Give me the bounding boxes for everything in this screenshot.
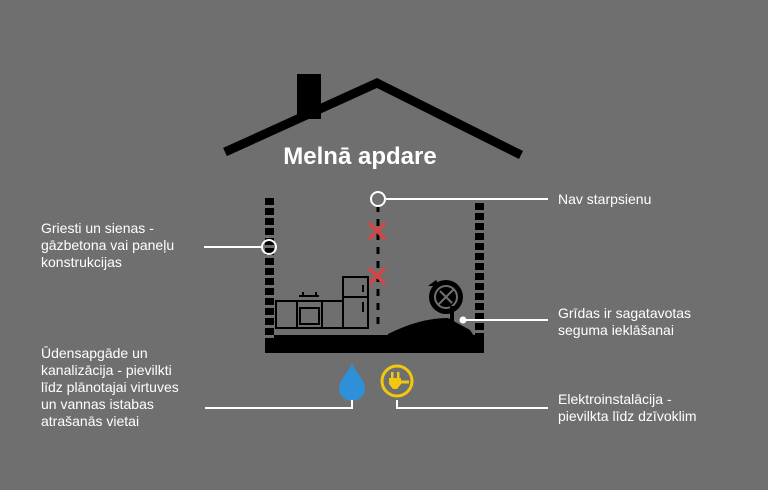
roof (223, 78, 524, 160)
callout-lines (204, 191, 548, 409)
water-drop-icon (339, 363, 365, 401)
floors-label: Grīdas ir sagatavotas seguma ieklāšanai (558, 305, 692, 338)
cross-mark-icon (368, 222, 386, 240)
floor-inner (274, 335, 475, 341)
left-wall (265, 198, 274, 345)
water-label: Ūdensapgāde un kanalizācija - pievilkti … (41, 345, 179, 429)
electric-label: Elektroinstalācija - pievilkta līdz dzīv… (558, 391, 697, 424)
walls-label: Griesti un sienas - gāzbetona vai paneļu… (41, 220, 175, 270)
cross-mark-icon (368, 267, 386, 285)
right-wall (475, 203, 484, 350)
kitchen-icon (275, 276, 369, 329)
diagram-title: Melnā apdare (283, 143, 437, 170)
floor (265, 340, 484, 353)
concrete-mixer-icon (388, 280, 474, 336)
no-partitions-label: Nav starpsienu (558, 191, 652, 207)
electric-plug-icon (380, 364, 414, 398)
